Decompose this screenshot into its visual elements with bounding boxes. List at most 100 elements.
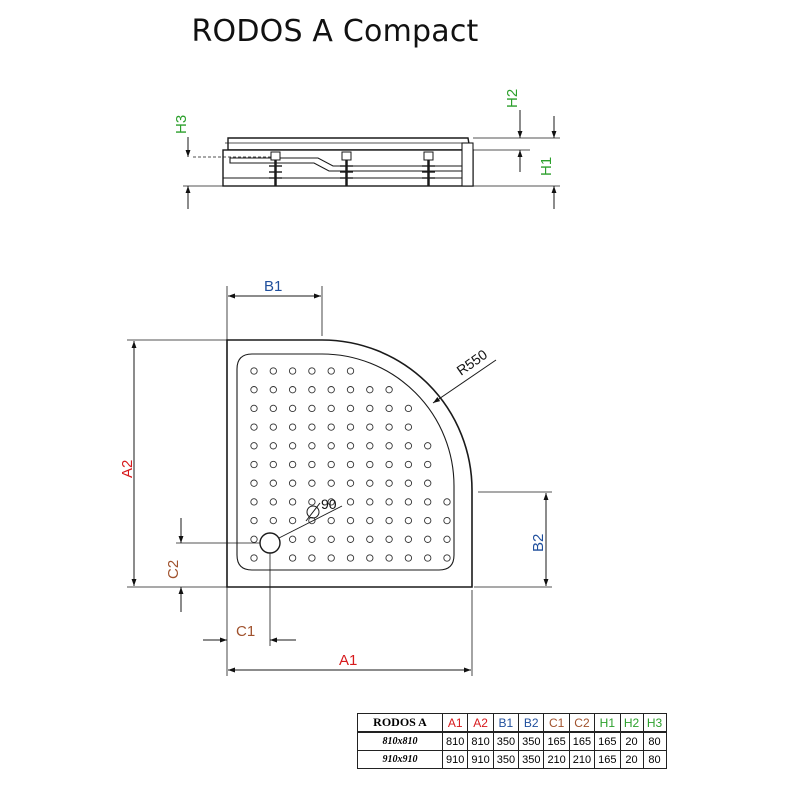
anti-slip-dot xyxy=(308,442,316,450)
anti-slip-dot xyxy=(366,535,374,543)
table-cell: 350 xyxy=(492,750,520,769)
anti-slip-dot xyxy=(346,386,355,394)
anti-slip-dot xyxy=(346,460,355,469)
table-column-header: H3 xyxy=(642,713,667,733)
table-cell: 810 xyxy=(441,731,469,751)
anti-slip-dot xyxy=(327,516,335,525)
anti-slip-dot xyxy=(288,479,297,487)
anti-slip-dot xyxy=(269,516,277,525)
table-column-header: A1 xyxy=(441,713,469,733)
anti-slip-dot xyxy=(269,479,277,487)
c1-label: C1 xyxy=(236,623,255,640)
table-cell: 165 xyxy=(568,731,596,751)
anti-slip-dot xyxy=(346,516,355,525)
table-cell: 210 xyxy=(543,750,570,769)
anti-slip-dot xyxy=(327,386,335,394)
anti-slip-dot xyxy=(250,386,258,394)
anti-slip-dot xyxy=(346,423,355,431)
anti-slip-dot xyxy=(424,498,432,506)
anti-slip-dot xyxy=(308,498,316,506)
side-view: H3 H2 H1 xyxy=(173,89,560,209)
anti-slip-dot xyxy=(308,367,316,375)
table-column-header: B2 xyxy=(518,713,545,733)
anti-slip-dot xyxy=(424,442,432,450)
anti-slip-dot xyxy=(404,442,413,450)
table-column-header: H2 xyxy=(619,713,644,733)
anti-slip-dot xyxy=(308,479,316,487)
table-column-header: C1 xyxy=(543,713,570,733)
table-column-header: H1 xyxy=(594,713,621,733)
anti-slip-dot xyxy=(269,367,277,375)
anti-slip-dot xyxy=(288,498,297,506)
anti-slip-dot xyxy=(269,423,277,431)
anti-slip-dot xyxy=(366,460,374,469)
table-cell: 165 xyxy=(594,750,621,769)
anti-slip-dot xyxy=(424,460,432,469)
table-column-header: A2 xyxy=(467,713,494,733)
anti-slip-dot xyxy=(308,404,316,413)
anti-slip-dot xyxy=(385,404,393,413)
anti-slip-dot xyxy=(443,554,451,562)
drain-leader-line xyxy=(278,505,343,539)
anti-slip-dot xyxy=(366,423,374,431)
anti-slip-dot xyxy=(250,535,258,543)
anti-slip-dot xyxy=(346,498,355,506)
side-view-tray-body xyxy=(227,137,471,151)
anti-slip-dot xyxy=(366,479,374,487)
table-cell: 165 xyxy=(543,731,570,751)
anti-slip-dot xyxy=(424,535,432,543)
anti-slip-dot xyxy=(288,367,297,375)
anti-slip-dot xyxy=(327,535,335,543)
anti-slip-dot xyxy=(327,498,335,506)
drain-diameter-slash xyxy=(305,502,321,522)
anti-slip-dot xyxy=(346,367,355,375)
table-cell: 350 xyxy=(518,731,545,751)
anti-slip-dot xyxy=(346,554,355,562)
anti-slip-dot xyxy=(366,516,374,525)
anti-slip-dot xyxy=(385,498,393,506)
h1-label: H1 xyxy=(538,157,555,176)
anti-slip-dot xyxy=(288,423,297,431)
radius-label: R550 xyxy=(454,346,491,378)
h3-label: H3 xyxy=(173,115,190,134)
anti-slip-dot xyxy=(404,479,413,487)
anti-slip-dot xyxy=(424,479,432,487)
anti-slip-dot xyxy=(250,460,258,469)
adjustable-foot xyxy=(269,151,282,186)
table-cell: 165 xyxy=(594,731,621,751)
anti-slip-dot xyxy=(366,404,374,413)
anti-slip-dot xyxy=(346,479,355,487)
a1-label: A1 xyxy=(339,652,357,669)
anti-slip-dot xyxy=(443,516,451,525)
anti-slip-dot xyxy=(385,554,393,562)
table-cell: 350 xyxy=(492,731,520,751)
anti-slip-dot xyxy=(250,423,258,431)
table-cell: 350 xyxy=(518,750,545,769)
side-view-end-block xyxy=(461,142,474,187)
anti-slip-dot xyxy=(269,442,277,450)
anti-slip-dot xyxy=(404,423,413,431)
top-view: 90 R550 B1 A2 B2 C2 xyxy=(119,278,552,676)
anti-slip-dot xyxy=(385,479,393,487)
anti-slip-dot xyxy=(404,516,413,525)
anti-slip-dot xyxy=(250,479,258,487)
anti-slip-dot xyxy=(385,535,393,543)
anti-slip-dot xyxy=(250,367,258,375)
anti-slip-dot xyxy=(269,404,277,413)
anti-slip-dot xyxy=(327,442,335,450)
table-column-header: C2 xyxy=(568,713,596,733)
anti-slip-dot xyxy=(443,535,451,543)
table-cell: 80 xyxy=(642,731,667,751)
anti-slip-dot xyxy=(308,460,316,469)
anti-slip-dot xyxy=(404,535,413,543)
dimensions-table: RODOS A A1 A2 B1 B2 C1 C2 H1 H2 H3 810x8… xyxy=(357,713,667,769)
anti-slip-dot xyxy=(404,498,413,506)
table-column-header: B1 xyxy=(492,713,520,733)
anti-slip-dot xyxy=(327,367,335,375)
table-row: 910x910 910 910 350 350 210 210 165 20 8… xyxy=(357,750,667,769)
c2-label: C2 xyxy=(165,560,182,579)
adjustable-foot xyxy=(422,151,435,186)
anti-slip-dot xyxy=(308,386,316,394)
